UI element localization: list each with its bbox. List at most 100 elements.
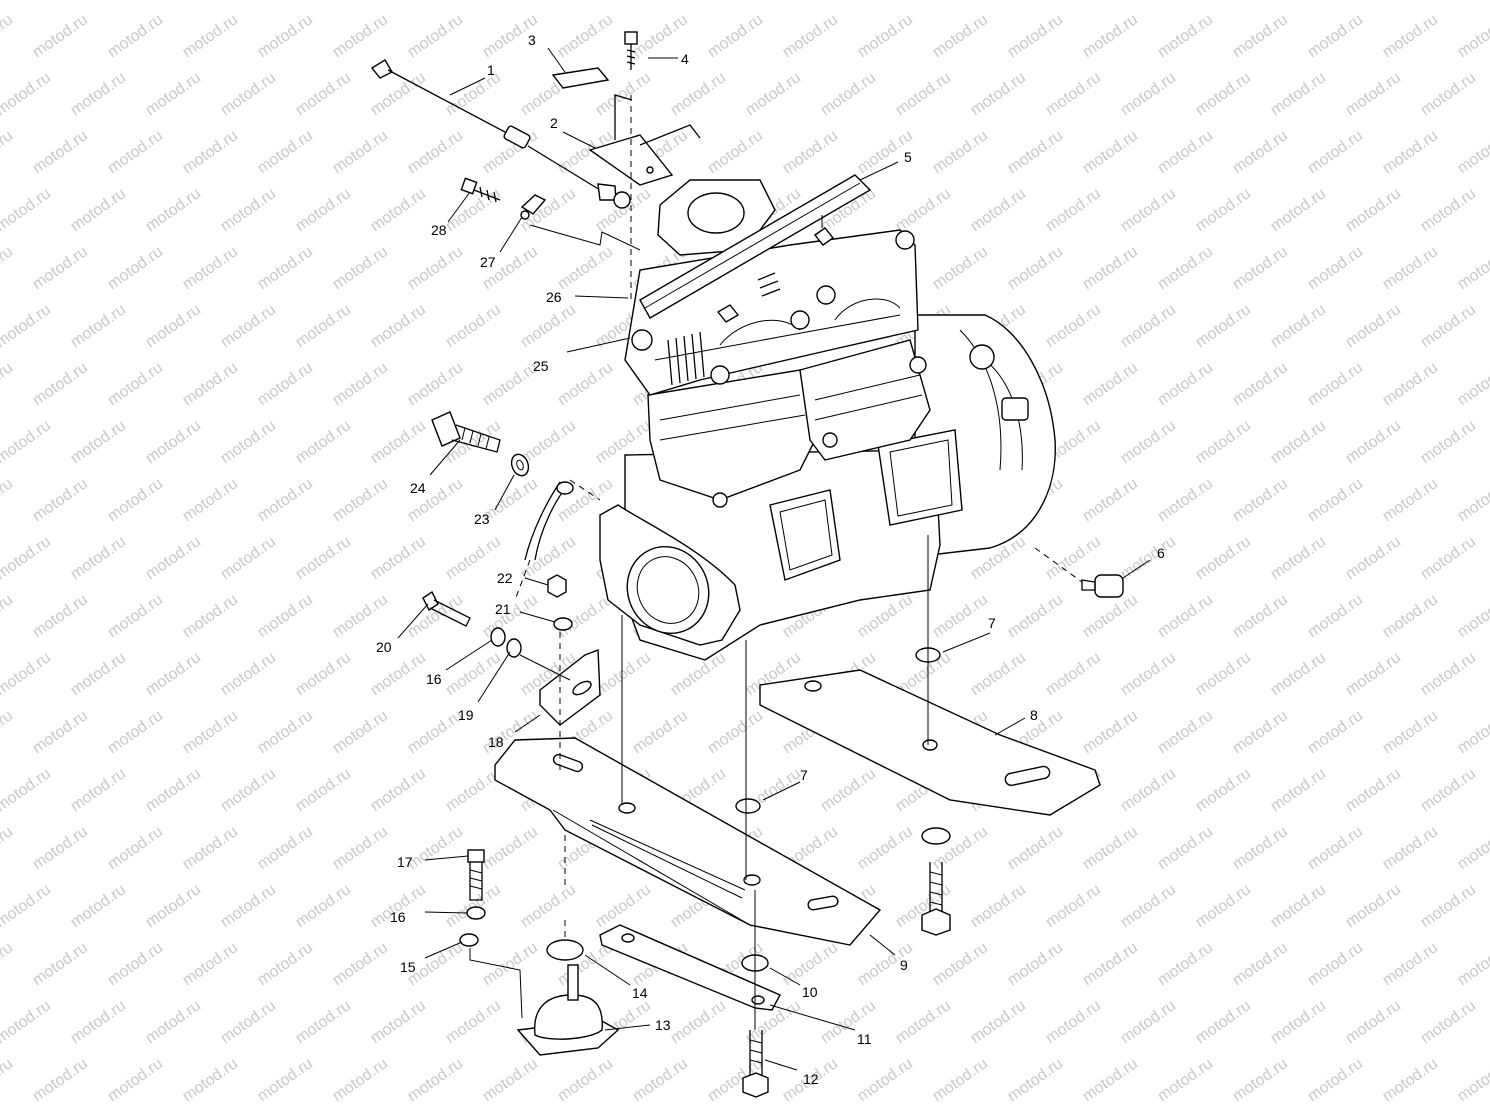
watermark-text: motod.ru	[255, 591, 316, 641]
watermark-text: motod.ru	[1080, 823, 1141, 873]
watermark-text: motod.ru	[1005, 1055, 1066, 1105]
watermark-text: motod.ru	[105, 823, 166, 873]
watermark-text: motod.ru	[968, 0, 1029, 3]
watermark-text: motod.ru	[818, 69, 879, 119]
watermark-text: motod.ru	[1380, 823, 1441, 873]
watermark-text: motod.ru	[1080, 127, 1141, 177]
watermark-text: motod.ru	[405, 11, 466, 61]
watermark-text: motod.ru	[1005, 939, 1066, 989]
front-mount-plate	[494, 737, 882, 946]
watermark-text: motod.ru	[893, 69, 954, 119]
washer-14	[546, 939, 584, 961]
rubber-mount	[516, 964, 620, 1056]
callout-25: 25	[533, 358, 549, 374]
watermark-text: motod.ru	[1343, 301, 1404, 351]
watermark-text: motod.ru	[480, 1055, 541, 1105]
watermark-text: motod.ru	[443, 997, 504, 1047]
watermark-text: motod.ru	[630, 707, 691, 757]
watermark-text: motod.ru	[330, 823, 391, 873]
watermark-text: motod.ru	[405, 823, 466, 873]
watermark-text: motod.ru	[480, 359, 541, 409]
watermark-text: motod.ru	[1418, 533, 1479, 583]
drain-plug	[1034, 547, 1124, 598]
watermark-text: motod.ru	[0, 417, 54, 467]
watermark-text: motod.ru	[443, 301, 504, 351]
watermark-text: motod.ru	[218, 765, 279, 815]
watermark-text: motod.ru	[1380, 11, 1441, 61]
watermark-text: motod.ru	[0, 185, 54, 235]
watermark-text: motod.ru	[0, 591, 16, 641]
washer-19	[506, 638, 522, 658]
watermark-text: motod.ru	[0, 11, 16, 61]
watermark-text: motod.ru	[1193, 301, 1254, 351]
watermark-text: motod.ru	[405, 707, 466, 757]
watermark-text: motod.ru	[30, 591, 91, 641]
watermark-text: motod.ru	[143, 997, 204, 1047]
watermark-text: motod.ru	[1080, 11, 1141, 61]
watermark-text: motod.ru	[330, 11, 391, 61]
washer-16a	[490, 627, 506, 647]
watermark-text: motod.ru	[1380, 1055, 1441, 1105]
watermark-text: motod.ru	[293, 69, 354, 119]
watermark-text: motod.ru	[255, 11, 316, 61]
watermark-text: motod.ru	[30, 707, 91, 757]
watermark-text: motod.ru	[1043, 0, 1104, 3]
watermark-text: motod.ru	[105, 475, 166, 525]
callout-6: 6	[1157, 545, 1165, 561]
callout-26: 26	[546, 289, 562, 305]
watermark-text: motod.ru	[1418, 69, 1479, 119]
callout-7a: 7	[988, 615, 996, 631]
watermark-text: motod.ru	[443, 881, 504, 931]
watermark-text: motod.ru	[180, 1055, 241, 1105]
watermark-text: motod.ru	[1155, 939, 1216, 989]
watermark-text: motod.ru	[1193, 185, 1254, 235]
watermark-text: motod.ru	[1193, 0, 1254, 3]
cable	[370, 59, 631, 209]
callout-16b: 16	[390, 909, 406, 925]
watermark-text: motod.ru	[218, 417, 279, 467]
watermark-text: motod.ru	[105, 707, 166, 757]
watermark-text: motod.ru	[1343, 881, 1404, 931]
watermark-text: motod.ru	[555, 243, 616, 293]
watermark-text: motod.ru	[1380, 359, 1441, 409]
watermark-text: motod.ru	[0, 359, 16, 409]
watermark-text: motod.ru	[1305, 127, 1366, 177]
watermark-text: motod.ru	[180, 475, 241, 525]
watermark-text: motod.ru	[30, 359, 91, 409]
watermark-text: motod.ru	[1005, 243, 1066, 293]
watermark-text: motod.ru	[143, 881, 204, 931]
watermark-text: motod.ru	[143, 649, 204, 699]
watermark-text: motod.ru	[255, 243, 316, 293]
watermark-text: motod.ru	[68, 533, 129, 583]
watermark-text: motod.ru	[1380, 591, 1441, 641]
watermark-text: motod.ru	[255, 823, 316, 873]
callout-14: 14	[632, 985, 648, 1001]
watermark-text: motod.ru	[1380, 243, 1441, 293]
watermark-text: motod.ru	[68, 0, 129, 3]
watermark-text: motod.ru	[668, 69, 729, 119]
watermark-text: motod.ru	[180, 591, 241, 641]
watermark-text: motod.ru	[30, 823, 91, 873]
watermark-text: motod.ru	[780, 127, 841, 177]
top-bolt	[624, 31, 638, 300]
watermark-text: motod.ru	[180, 707, 241, 757]
watermark-text: motod.ru	[68, 881, 129, 931]
watermark-text: motod.ru	[0, 997, 54, 1047]
watermark-text: motod.ru	[0, 0, 54, 3]
watermark-text: motod.ru	[1268, 649, 1329, 699]
watermark-text: motod.ru	[480, 823, 541, 873]
watermark-text: motod.ru	[330, 127, 391, 177]
watermark-text: motod.ru	[1005, 823, 1066, 873]
watermark-text: motod.ru	[405, 243, 466, 293]
watermark-text: motod.ru	[1043, 881, 1104, 931]
callout-27: 27	[480, 254, 496, 270]
watermark-text: motod.ru	[1118, 997, 1179, 1047]
watermark-text: motod.ru	[968, 69, 1029, 119]
watermark-text: motod.ru	[68, 997, 129, 1047]
watermark-text: motod.ru	[68, 649, 129, 699]
watermark-text: motod.ru	[30, 475, 91, 525]
watermark-text: motod.ru	[105, 127, 166, 177]
watermark-text: motod.ru	[893, 185, 954, 235]
watermark-text: motod.ru	[1343, 417, 1404, 467]
watermark-text: motod.ru	[368, 69, 429, 119]
